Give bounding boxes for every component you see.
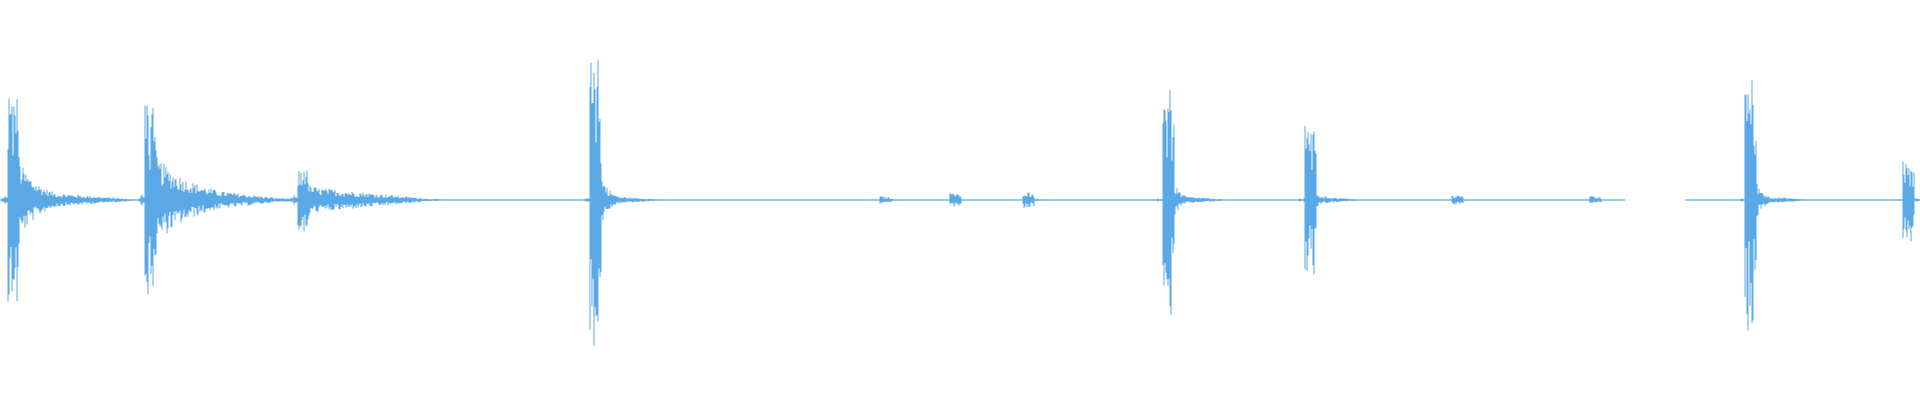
transient-3 [291, 170, 443, 232]
waveform-events [1, 59, 1920, 346]
soft-blip-5 [1583, 196, 1605, 204]
transient-2 [138, 105, 295, 295]
soft-blip-1 [873, 196, 910, 204]
transient-7 [1738, 80, 1815, 331]
transient-5 [1156, 89, 1233, 316]
transient-8 [1896, 161, 1920, 242]
soft-blip-3 [1016, 192, 1063, 209]
transient-6 [1298, 125, 1365, 275]
transient-4 [583, 59, 670, 346]
soft-blip-4 [1445, 195, 1477, 205]
transient-1 [1, 98, 143, 302]
soft-blip-2 [943, 193, 970, 207]
